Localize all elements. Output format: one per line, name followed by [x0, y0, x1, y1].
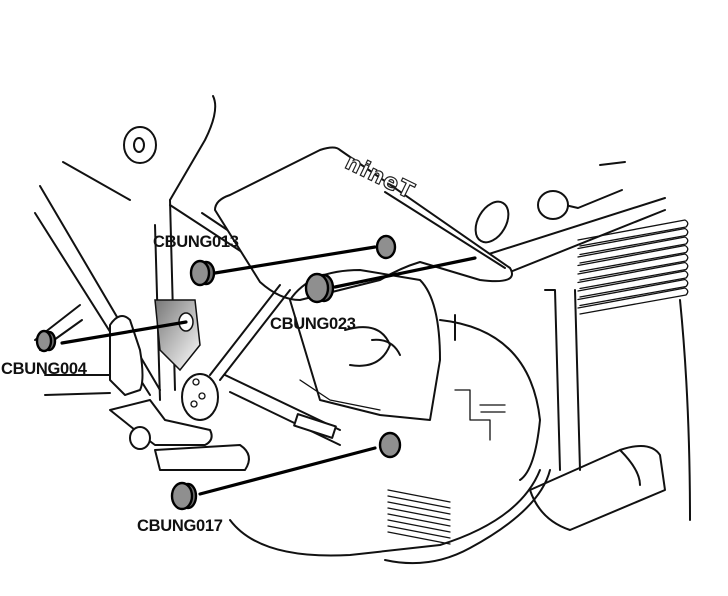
sump-fin — [387, 507, 451, 521]
frame-mount-shading — [154, 299, 201, 372]
installed-bung-upper — [375, 234, 397, 260]
bung-cbung013[interactable] — [189, 259, 216, 287]
sump-fin — [387, 531, 451, 545]
cooler-fin — [577, 227, 689, 256]
cooler-fin — [577, 287, 689, 315]
cooler-fin — [577, 278, 689, 307]
sump-fin — [387, 513, 451, 527]
cooler-fin — [577, 270, 689, 298]
cooler-fin — [577, 219, 689, 247]
bung-cbung004[interactable] — [35, 329, 57, 353]
sump-fin — [387, 525, 451, 539]
callout-label-cbung004: CBUNG004 — [1, 360, 87, 378]
bung-cbung023[interactable] — [304, 272, 335, 304]
footpeg-bracket — [109, 284, 341, 471]
bung-cbung017[interactable] — [170, 481, 198, 511]
leader-cbung013 — [213, 245, 377, 275]
sump-fin — [387, 495, 451, 509]
callout-label-cbung017: CBUNG017 — [137, 517, 223, 535]
leader-cbung023 — [333, 256, 477, 289]
sump-fins — [387, 489, 451, 545]
cooler-fin — [577, 236, 689, 264]
frame-tubes — [34, 95, 217, 401]
callout-label-cbung013: CBUNG013 — [153, 233, 239, 251]
installed-bung-lower — [378, 431, 402, 459]
sump-fin — [387, 519, 451, 533]
sump-fin — [387, 501, 451, 515]
oil-cooler — [544, 219, 689, 471]
leader-cbung017 — [198, 446, 377, 496]
engine-block — [289, 269, 541, 481]
cooler-fin — [577, 244, 689, 273]
callout-label-cbung023: CBUNG023 — [270, 315, 356, 333]
cooler-fin — [577, 253, 689, 281]
leader-cbung004 — [60, 320, 188, 345]
leader-lines — [60, 245, 477, 496]
cooler-fin — [577, 261, 689, 290]
exhaust-pipes — [229, 299, 691, 565]
sump-fin — [387, 489, 451, 503]
